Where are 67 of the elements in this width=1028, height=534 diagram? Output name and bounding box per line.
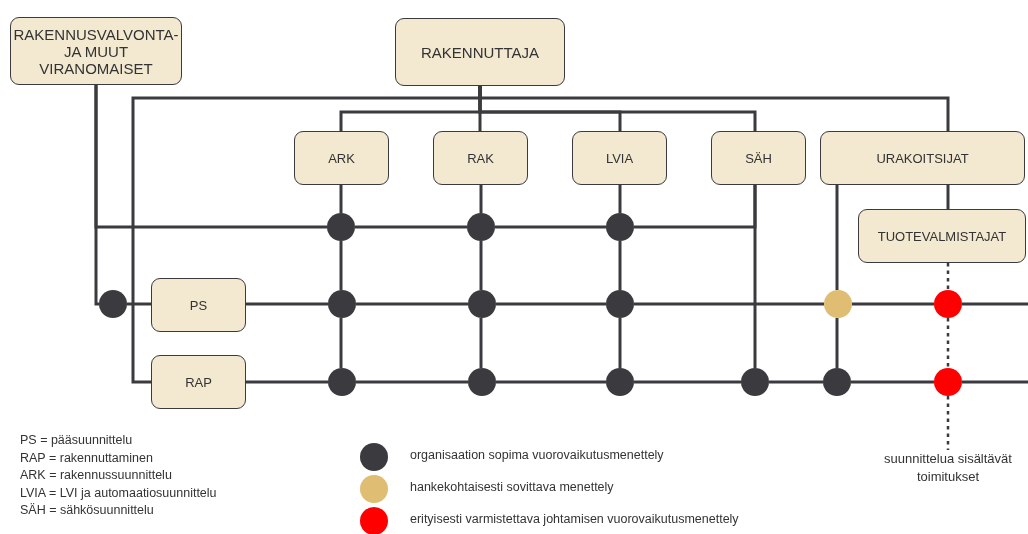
connector-line	[356, 380, 468, 384]
connector-line	[962, 380, 1028, 384]
organization-box: LVIA	[572, 131, 667, 185]
organization-box: RAP	[151, 355, 246, 409]
connector-line	[634, 302, 824, 306]
connector-line	[634, 380, 741, 384]
connector-line	[769, 380, 823, 384]
dotted-line	[946, 318, 950, 368]
connector-line	[835, 318, 839, 368]
organization-box: PS	[151, 278, 246, 332]
interaction-dot	[606, 290, 634, 318]
connector-line	[479, 318, 483, 368]
interaction-dot	[468, 290, 496, 318]
connector-line	[618, 185, 622, 213]
connector-line	[618, 318, 622, 368]
organization-box: ARK	[294, 131, 389, 185]
connector-line	[496, 380, 606, 384]
interaction-dot	[468, 368, 496, 396]
connector-line	[753, 185, 757, 368]
connector-line	[946, 185, 950, 209]
connector-line	[127, 302, 151, 306]
interaction-dot	[606, 213, 634, 241]
interaction-dot	[467, 213, 495, 241]
connector-line	[356, 302, 468, 306]
interaction-dot	[934, 368, 962, 396]
interaction-dot	[823, 368, 851, 396]
connector-line	[962, 302, 1028, 306]
interaction-dot	[824, 290, 852, 318]
dotted-line	[946, 263, 950, 290]
interaction-dot	[606, 368, 634, 396]
legend-text: hankekohtaisesti sovittava menettely	[410, 480, 614, 494]
organization-box: RAK	[433, 131, 528, 185]
organization-box: TUOTEVALMISTAJAT	[858, 209, 1026, 263]
interaction-dot	[328, 290, 356, 318]
connector-line	[851, 380, 934, 384]
interaction-dot	[327, 213, 355, 241]
connector-line	[339, 318, 343, 368]
connector-line	[495, 225, 606, 229]
organization-box: URAKOITSIJAT	[820, 131, 1025, 185]
abbreviation-text: LVIA = LVI ja automaatiosuunnittelu	[20, 485, 217, 500]
connector-line	[246, 380, 328, 384]
interaction-dot	[934, 290, 962, 318]
connector-line	[355, 225, 467, 229]
note-text: suunnittelua sisältävät toimitukset	[868, 450, 1028, 486]
legend-text: organisaation sopima vuorovaikutusmenettely	[410, 448, 664, 462]
abbreviation-text: RAP = rakennuttaminen	[20, 450, 153, 465]
connector-line	[852, 302, 934, 306]
connector-line	[496, 302, 606, 306]
connector-line	[339, 185, 343, 213]
interaction-dot	[741, 368, 769, 396]
dotted-line	[946, 396, 950, 450]
connector-line	[246, 302, 328, 306]
interaction-dot	[328, 368, 356, 396]
organization-box: RAKENNUTTAJA	[395, 18, 565, 86]
connector-line	[479, 241, 483, 290]
abbreviation-text: SÄH = sähkösuunnittelu	[20, 503, 154, 517]
legend-text: erityisesti varmistettava johtamisen vuorovaikutusmenettely	[410, 512, 739, 526]
connector-line	[618, 241, 622, 290]
connector-line	[835, 185, 839, 290]
interaction-dot	[99, 290, 127, 318]
abbreviation-text: ARK = rakennussuunnittelu	[20, 468, 172, 482]
organization-box: SÄH	[711, 131, 806, 185]
connector-line	[339, 241, 343, 290]
abbreviation-text: PS = pääsuunnittelu	[20, 433, 133, 447]
connector-line	[479, 185, 483, 213]
organization-box: RAKENNUSVALVONTA- JA MUUT VIRANOMAISET	[10, 17, 182, 85]
connector-line	[94, 85, 99, 306]
